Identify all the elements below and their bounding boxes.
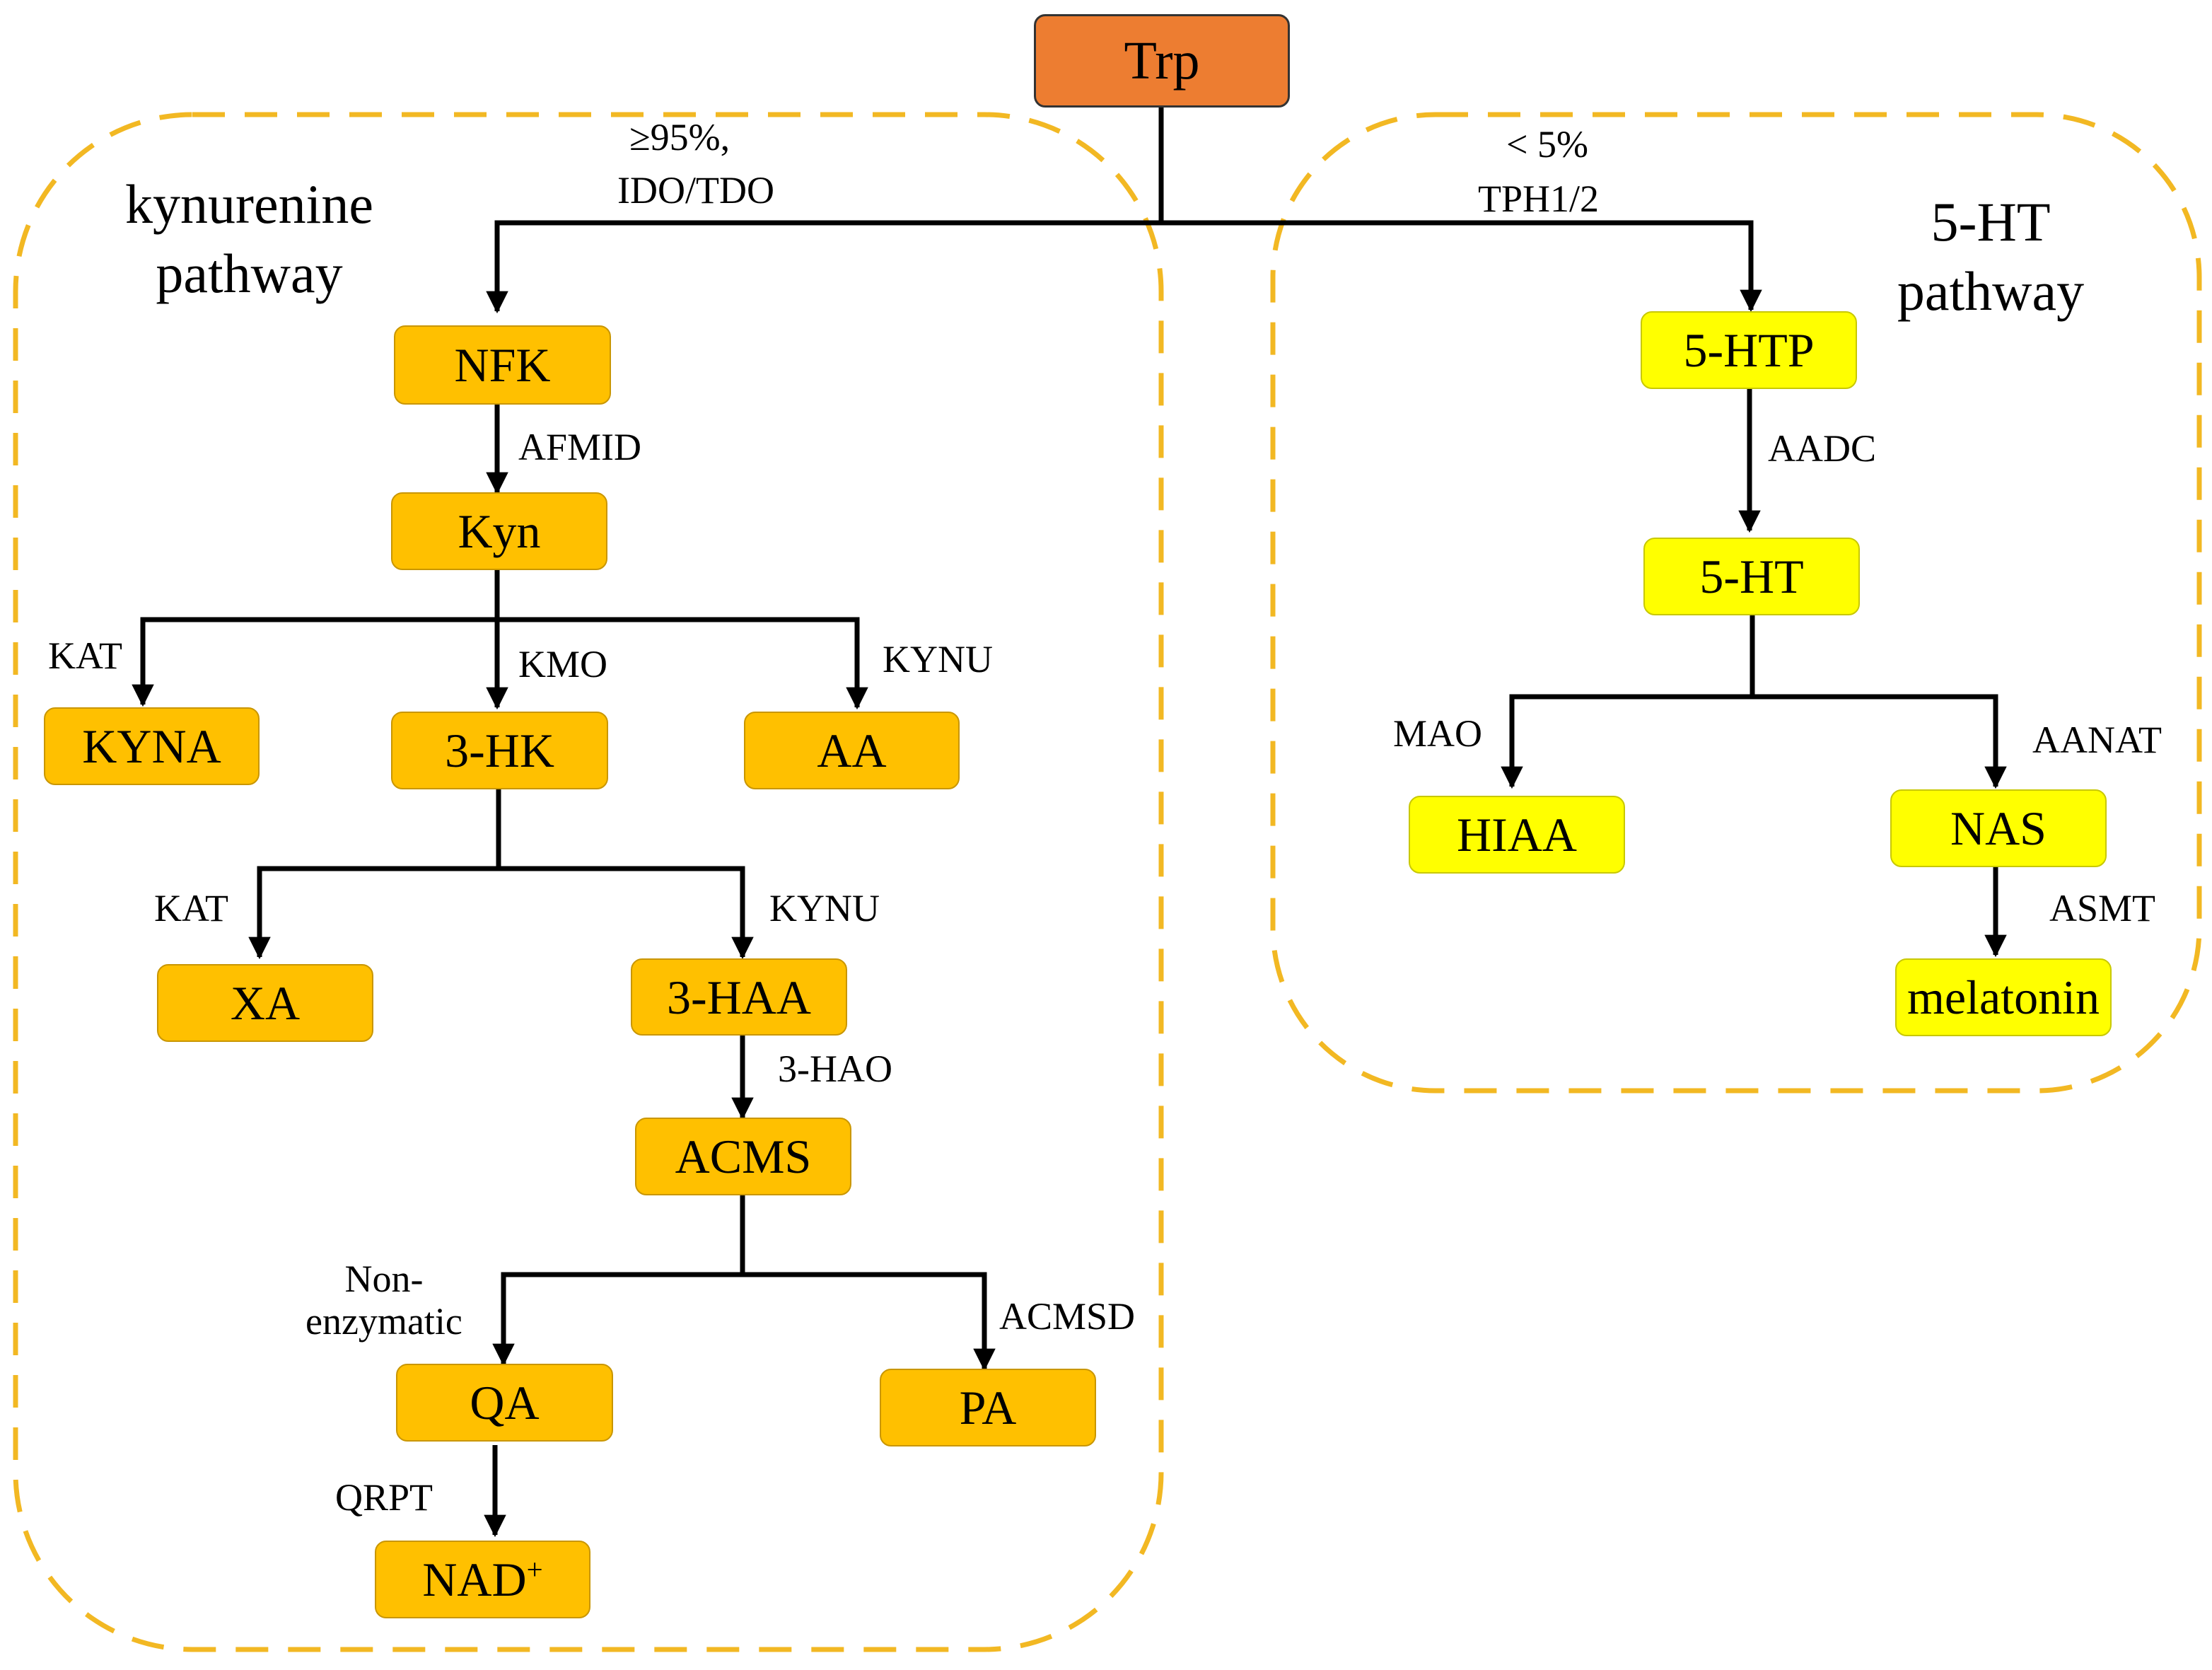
acms-to-qa-arrow bbox=[492, 1272, 743, 1367]
acms-node: ACMS bbox=[635, 1118, 851, 1195]
pa-label: PA bbox=[959, 1381, 1017, 1434]
xa-node: XA bbox=[157, 964, 373, 1042]
nfk-node: NFK bbox=[394, 325, 611, 405]
3hk-node: 3-HK bbox=[391, 712, 608, 789]
3hao-label: 3-HAO bbox=[778, 1048, 892, 1090]
nfk-label: NFK bbox=[454, 338, 551, 392]
5ht-label: 5-HT bbox=[1699, 550, 1804, 603]
kynu-haa-label: KYNU bbox=[769, 887, 880, 929]
kynu-aa-label: KYNU bbox=[883, 638, 993, 680]
ido-tdo-label: IDO/TDO bbox=[617, 169, 774, 211]
trp-to-nfk-arrow bbox=[486, 220, 1161, 314]
acmsd-label: ACMSD bbox=[999, 1295, 1136, 1338]
melatonin-node: melatonin bbox=[1895, 958, 2112, 1036]
3hk-to-xa-arrow bbox=[248, 866, 499, 960]
afmid-label: AFMID bbox=[518, 426, 642, 468]
kyn-to-aa-arrow bbox=[497, 617, 868, 710]
kyn-node: Kyn bbox=[391, 492, 607, 570]
3hk-to-3haa-arrow bbox=[499, 866, 754, 960]
trp-to-5htp-arrow bbox=[1161, 220, 1762, 313]
nas-label: NAS bbox=[1950, 801, 2047, 855]
kat-xa-label: KAT bbox=[154, 887, 228, 929]
non-enzymatic-line2: enzymatic bbox=[305, 1300, 462, 1343]
acms-to-pa-arrow bbox=[743, 1272, 996, 1372]
nad-node: NAD+ bbox=[375, 1541, 590, 1618]
kynurenine-title-line1: kynurenine bbox=[125, 173, 373, 235]
pa-node: PA bbox=[880, 1369, 1096, 1446]
5ht-to-hiaa-arrow bbox=[1501, 694, 1752, 789]
nas-node: NAS bbox=[1890, 789, 2107, 867]
asmt-label: ASMT bbox=[2049, 887, 2156, 929]
5ht-to-nas-arrow bbox=[1752, 694, 2007, 789]
kmo-label: KMO bbox=[518, 643, 608, 685]
serotonin-title-line2: pathway bbox=[1897, 260, 2085, 323]
aadc-label: AADC bbox=[1768, 427, 1877, 470]
mao-label: MAO bbox=[1393, 712, 1483, 755]
kyn-branch-share-label: ≥95%, bbox=[629, 116, 730, 158]
5htp-node: 5-HTP bbox=[1641, 311, 1857, 389]
hiaa-label: HIAA bbox=[1457, 808, 1577, 862]
nad-label: NAD+ bbox=[422, 1555, 542, 1604]
serotonin-region-border bbox=[1270, 112, 2202, 1094]
aa-label: AA bbox=[817, 724, 887, 777]
trp-node: Trp bbox=[1034, 14, 1290, 108]
non-enzymatic-label: Non- enzymatic bbox=[305, 1258, 462, 1343]
serotonin-title-line1: 5-HT bbox=[1931, 191, 2051, 253]
acms-label: ACMS bbox=[675, 1130, 812, 1183]
aanat-label: AANAT bbox=[2032, 719, 2162, 761]
kyn-label: Kyn bbox=[458, 504, 541, 558]
trp-label: Trp bbox=[1124, 31, 1200, 91]
3haa-node: 3-HAA bbox=[631, 958, 847, 1036]
ht-branch-share-label: < 5% bbox=[1506, 123, 1588, 166]
kynurenine-region-border bbox=[13, 112, 1164, 1652]
qa-label: QA bbox=[470, 1376, 540, 1430]
nad-superscript: + bbox=[526, 1553, 543, 1586]
non-enzymatic-line1: Non- bbox=[344, 1258, 424, 1300]
5htp-label: 5-HTP bbox=[1683, 323, 1815, 377]
kat-kyna-label: KAT bbox=[48, 634, 122, 677]
nad-text: NAD bbox=[422, 1553, 527, 1606]
kyna-label: KYNA bbox=[82, 719, 221, 773]
kynurenine-title-line2: pathway bbox=[156, 243, 343, 305]
3haa-label: 3-HAA bbox=[667, 970, 811, 1024]
aa-node: AA bbox=[744, 712, 960, 789]
kynurenine-pathway-title: kynurenine pathway bbox=[103, 170, 396, 309]
tph-label: TPH1/2 bbox=[1478, 178, 1600, 220]
xa-label: XA bbox=[230, 976, 301, 1030]
kyn-to-kyna-arrow bbox=[132, 617, 497, 707]
qa-node: QA bbox=[396, 1364, 613, 1442]
hiaa-node: HIAA bbox=[1409, 796, 1625, 874]
serotonin-pathway-title: 5-HT pathway bbox=[1867, 187, 2114, 327]
melatonin-label: melatonin bbox=[1907, 970, 2100, 1024]
3hk-label: 3-HK bbox=[445, 724, 554, 777]
kyna-node: KYNA bbox=[44, 707, 260, 785]
qrpt-label: QRPT bbox=[335, 1476, 433, 1519]
5ht-node: 5-HT bbox=[1643, 538, 1860, 615]
